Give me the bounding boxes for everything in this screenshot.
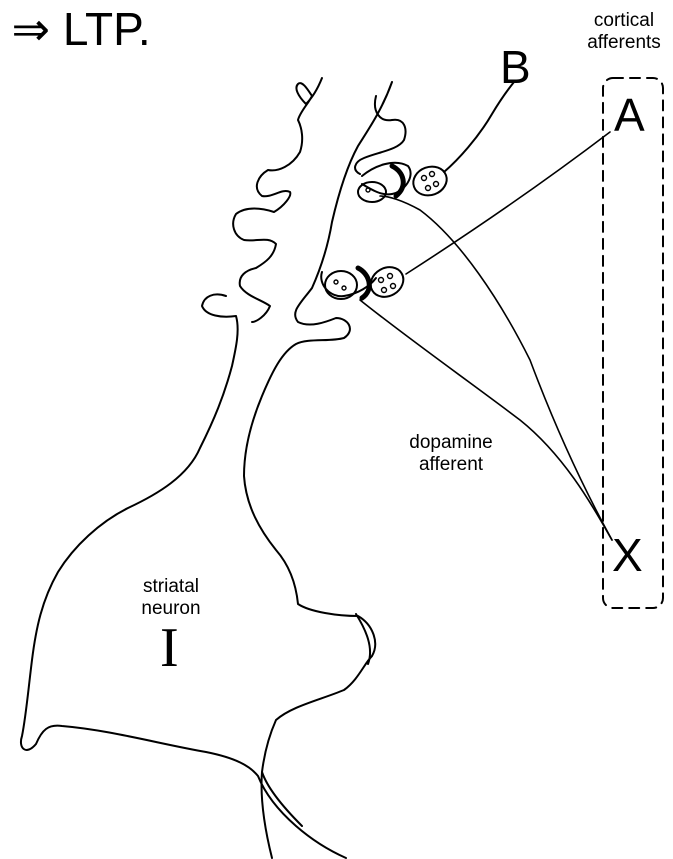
- label-b: B: [500, 44, 531, 90]
- label-dopamine-line-2: afferent: [396, 454, 506, 476]
- label-striatal-neuron: striatal neuron: [124, 576, 218, 621]
- label-x: X: [612, 532, 643, 578]
- afferent-a-line: [406, 132, 610, 274]
- synapse-b-bouton: [409, 162, 451, 200]
- spine-head-upper: [358, 182, 386, 202]
- label-a: A: [614, 92, 645, 138]
- label-cortical-line-1: cortical: [578, 10, 670, 32]
- heading-text: t ⇒ LTP.: [0, 6, 151, 52]
- label-cortical-afferents: cortical afferents: [578, 10, 670, 55]
- label-striatal-line-1: striatal: [124, 576, 218, 598]
- dopamine-afferent-lower: [360, 300, 612, 540]
- dendrite-left-outline: [21, 78, 346, 858]
- dendrite-right-outline: [244, 82, 392, 826]
- soma-base-outline: [356, 614, 370, 664]
- label-dopamine-afferent: dopamine afferent: [396, 432, 506, 477]
- synapse-b-axon: [444, 82, 514, 172]
- label-dopamine-line-1: dopamine: [396, 432, 506, 454]
- label-i: I: [160, 620, 179, 676]
- synapse-a-bouton: [365, 261, 408, 302]
- synapse-b-cleft: [392, 166, 403, 196]
- label-cortical-line-2: afferents: [578, 32, 670, 54]
- synapse-a-cleft: [358, 268, 369, 298]
- spine-head-lower: [325, 271, 357, 299]
- dopamine-afferent-upper: [380, 196, 612, 540]
